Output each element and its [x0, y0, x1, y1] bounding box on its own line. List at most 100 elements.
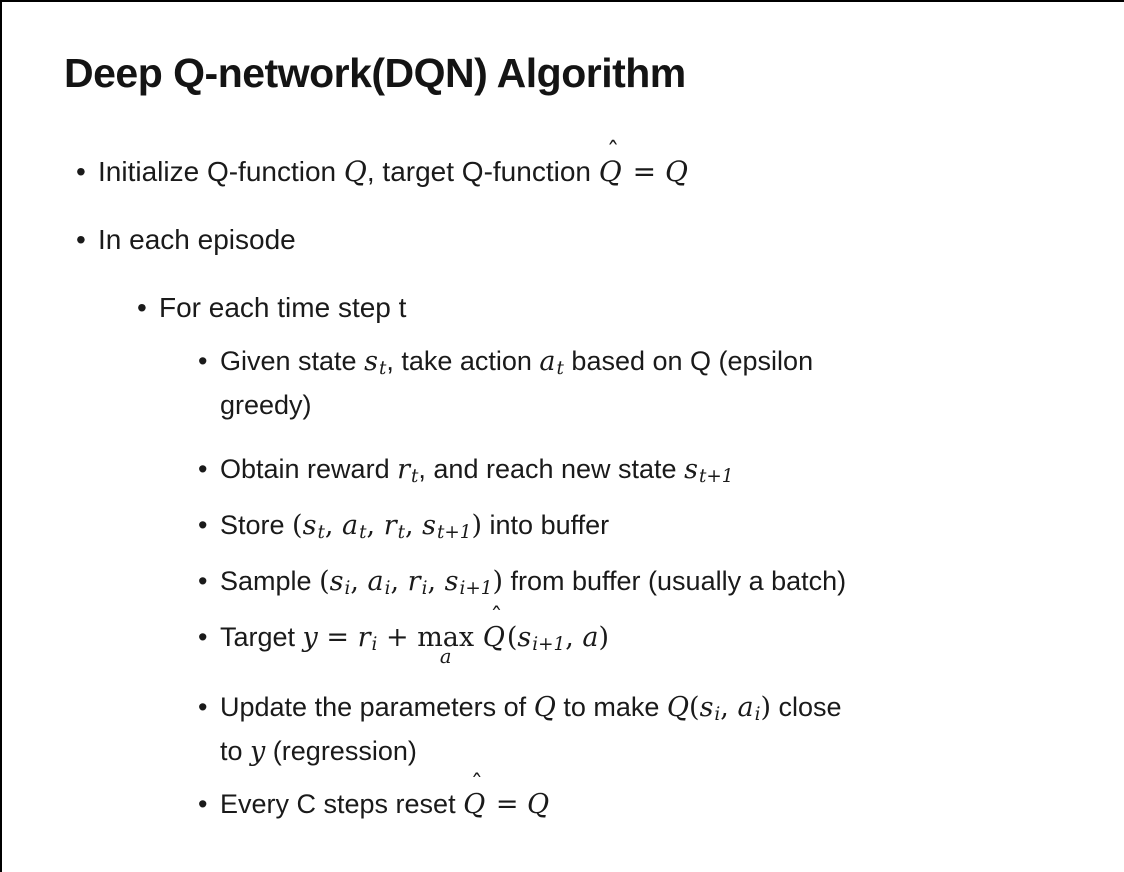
math-subscripted: si+1: [517, 622, 566, 656]
bullet-content: In each episode: [98, 220, 296, 260]
text-run: to make: [555, 692, 667, 722]
math-subscripted: st+1: [684, 454, 734, 488]
text-run: , take action: [386, 346, 540, 376]
math-operator: ): [760, 692, 771, 723]
text-run: from buffer (usually a batch): [502, 566, 847, 596]
math-subscripted: ri: [357, 622, 378, 656]
math-operator: ,: [565, 622, 583, 653]
math-operator: =: [623, 155, 665, 188]
bullet-content: Given state st, take action at based on …: [220, 341, 813, 425]
math-subscripted: rt: [397, 454, 419, 488]
math-symbol: Q: [533, 692, 556, 723]
max-under-arg: a: [439, 644, 452, 668]
math-operator: ,: [366, 510, 384, 541]
text-run: based on Q (epsilon: [563, 346, 814, 376]
bullet-item: •In each episode: [2, 220, 1108, 260]
bullet-marker: •: [198, 454, 208, 484]
math-operator: ,: [405, 510, 423, 541]
bullet-marker: •: [198, 622, 208, 652]
math-operator: (: [689, 692, 700, 723]
math-subscript: i: [384, 578, 391, 600]
bullet-content: For each time step t: [159, 288, 406, 328]
math-operator: =: [317, 622, 358, 653]
text-run: Initialize Q-function: [98, 156, 344, 187]
math-subscript: i: [754, 704, 761, 726]
math-subscript: t: [359, 522, 367, 544]
math-subscripted: si: [699, 692, 721, 726]
math-operator: (: [292, 510, 303, 541]
math-symbol: Q: [664, 155, 688, 188]
math-subscripted: st: [302, 510, 325, 544]
bullet-item: • Given state st, take action at based on…: [2, 341, 1108, 425]
text-run: Sample: [220, 566, 320, 596]
text-run: , target Q-function: [366, 156, 599, 187]
math-subscripted: ri: [407, 566, 428, 600]
bullet-content: Obtain reward rt, and reach new state st…: [220, 449, 733, 493]
text-run: (regression): [265, 736, 417, 766]
math-operator: ): [492, 566, 503, 597]
bullet-content: Sample (si, ai, ri, si+1) from buffer (u…: [220, 561, 846, 605]
text-run: Every C steps reset: [220, 789, 464, 819]
math-subscripted: st: [364, 346, 387, 380]
bullet-item: •Initialize Q-function Q, target Q-funct…: [2, 139, 1108, 192]
math-subscript: t: [317, 522, 325, 544]
math-subscript: i+1: [459, 578, 493, 600]
math-subscript: i: [421, 578, 428, 600]
math-operator: ,: [350, 566, 368, 597]
math-subscript: i: [344, 578, 351, 600]
bullet-item: • Obtain reward rt, and reach new state s…: [2, 449, 1108, 493]
bullet-marker: •: [198, 510, 208, 540]
bullet-marker: •: [137, 292, 147, 323]
math-operator: ,: [427, 566, 445, 597]
math-operator: ,: [390, 566, 408, 597]
math-subscripted: si+1: [444, 566, 493, 600]
bullet-marker: •: [76, 156, 86, 187]
math-symbol: Q: [343, 155, 367, 188]
math-subscript: i+1: [532, 634, 566, 656]
bullet-content: Update the parameters of Q to make Q(si,…: [220, 687, 842, 772]
bullet-content: Store (st, at, rt, st+1) into buffer: [220, 505, 609, 549]
bullet-marker: •: [198, 346, 208, 376]
bullet-list: •Initialize Q-function Q, target Q-funct…: [2, 139, 1108, 837]
math-operator: ): [598, 622, 610, 653]
math-subscript: i: [714, 704, 721, 726]
math-symbol: a: [582, 622, 599, 653]
text-run: , and reach new state: [418, 454, 685, 484]
math-subscripted: rt: [383, 510, 405, 544]
text-run: Store: [220, 510, 293, 540]
math-symbol: Q: [666, 692, 690, 723]
bullet-marker: •: [198, 566, 208, 596]
math-subscript: t: [556, 358, 564, 380]
bullet-item: • For each time step t: [2, 288, 1108, 328]
math-symbol: Q: [527, 789, 550, 820]
text-run: greedy): [220, 390, 312, 420]
math-operator: =: [487, 789, 528, 820]
max-label: max: [417, 622, 475, 653]
text-run: Given state: [220, 346, 365, 376]
math-subscripted: at: [539, 346, 564, 380]
math-subscript: t: [411, 466, 419, 488]
hat-accent: ˆ: [490, 602, 503, 632]
text-run: In each episode: [98, 224, 296, 255]
math-subscript: t: [378, 358, 387, 380]
text-run: Obtain reward: [220, 454, 398, 484]
math-subscript: i: [371, 634, 378, 656]
text-run: Target: [220, 622, 303, 652]
bullet-item: • Update the parameters of Q to make Q(si…: [2, 687, 1108, 772]
bullet-marker: •: [198, 789, 208, 819]
math-operator: +: [377, 622, 418, 653]
math-subscripted: ai: [737, 692, 761, 726]
math-subscripted: ai: [367, 566, 391, 600]
bullet-marker: •: [198, 692, 208, 722]
math-subscript: t+1: [437, 522, 472, 544]
math-operator: (: [319, 566, 330, 597]
math-symbol: y: [250, 736, 266, 767]
bullet-item: • Sample (si, ai, ri, si+1) from buffer (…: [2, 561, 1108, 605]
math-operator: (: [506, 622, 518, 653]
